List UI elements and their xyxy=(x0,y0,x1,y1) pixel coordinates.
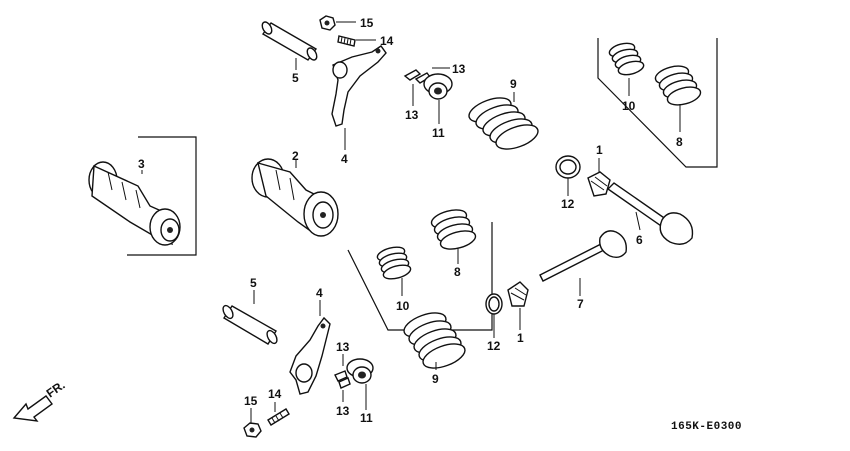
frame-springs-top xyxy=(597,38,718,168)
valve-guide-top xyxy=(587,171,611,197)
callout-13-bottom-low: 13 xyxy=(336,404,350,418)
nut-bottom xyxy=(243,422,262,438)
callout-10-frame-mid: 10 xyxy=(396,299,410,313)
stem-seal-top xyxy=(555,155,581,179)
callout-15-bottom: 15 xyxy=(244,394,258,408)
valve-cotter-top xyxy=(403,69,432,84)
callout-14-bottom: 14 xyxy=(268,387,282,401)
outer-spring-bottom xyxy=(403,312,466,369)
callout-4-top: 4 xyxy=(341,152,348,166)
adjusting-screw-top xyxy=(337,35,356,47)
rocker-pin-bottom xyxy=(222,304,278,345)
intake-valve xyxy=(539,230,627,282)
callout-3: 3 xyxy=(138,157,145,171)
spring-retainer-bottom xyxy=(346,358,374,384)
front-direction-arrow: FR. xyxy=(12,378,68,422)
callout-8-frame-top: 8 xyxy=(676,135,683,149)
callout-1-bottom: 1 xyxy=(517,331,524,345)
rocker-pin-top xyxy=(261,21,318,61)
callout-13-top-right: 13 xyxy=(452,62,466,76)
callout-14-top: 14 xyxy=(380,34,394,48)
callout-13-bottom-top: 13 xyxy=(336,340,350,354)
callout-1-top: 1 xyxy=(596,143,603,157)
diagram-code: 165K-E0300 xyxy=(671,421,742,433)
arrow-down-left-icon xyxy=(12,395,53,422)
callout-11-top: 11 xyxy=(432,126,445,140)
callout-9-top: 9 xyxy=(510,77,517,91)
valve-cotter-bottom xyxy=(334,370,351,389)
inner-spring-frame-top xyxy=(608,42,645,76)
callout-9-bottom: 9 xyxy=(432,372,439,386)
outer-spring-top xyxy=(468,97,539,150)
callout-8-frame-mid: 8 xyxy=(454,265,461,279)
camshaft xyxy=(251,158,339,237)
callout-4-bottom: 4 xyxy=(316,286,323,300)
rocker-arm-bottom xyxy=(289,316,331,395)
inner-spring-frame-mid xyxy=(376,246,412,280)
callout-15-top: 15 xyxy=(360,16,374,30)
callout-12-bottom: 12 xyxy=(487,339,501,353)
callout-5-bottom: 5 xyxy=(250,276,257,290)
callout-11-bottom: 11 xyxy=(360,411,373,425)
spring-retainer-top xyxy=(423,73,453,100)
camshaft-spare xyxy=(88,161,181,246)
outer-spring-frame-mid xyxy=(430,209,477,250)
callout-12-top: 12 xyxy=(561,197,575,211)
callout-6: 6 xyxy=(636,233,643,247)
callout-2: 2 xyxy=(292,149,299,163)
rocker-arm-top xyxy=(331,45,387,127)
callout-5-top: 5 xyxy=(292,71,299,85)
callout-13-top-left: 13 xyxy=(405,108,419,122)
nut-top xyxy=(319,15,336,31)
outer-spring-frame-top xyxy=(654,65,702,106)
frame-camshaft-3 xyxy=(127,136,197,256)
callout-10-frame-top: 10 xyxy=(622,99,636,113)
callout-7: 7 xyxy=(577,297,584,311)
valve-guide-bottom xyxy=(507,281,529,307)
exhaust-valve xyxy=(606,182,694,245)
adjusting-screw-bottom xyxy=(267,408,290,426)
stem-seal-bottom xyxy=(485,293,503,315)
